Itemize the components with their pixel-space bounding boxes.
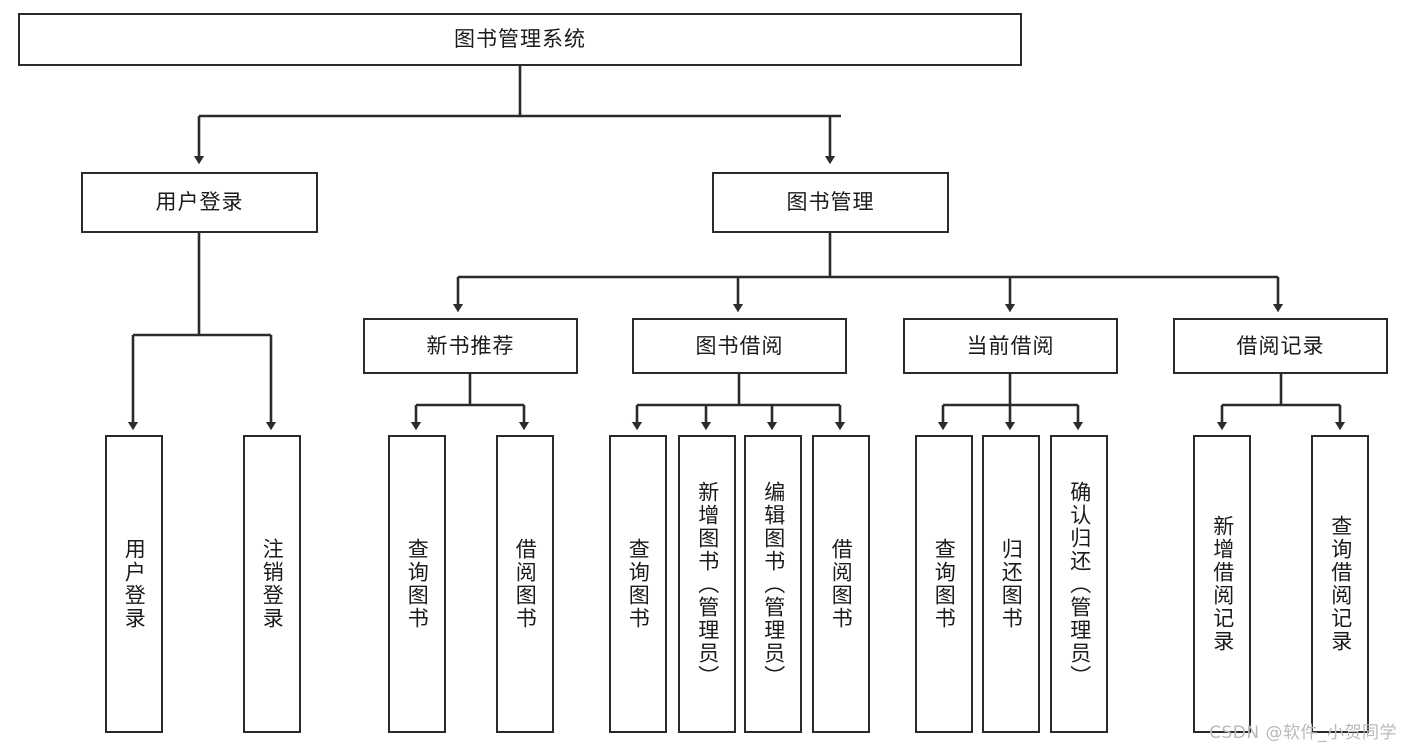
node-label: 用户登录 xyxy=(122,538,147,630)
node-leaf-logout-login[interactable]: 注销登录 xyxy=(243,435,301,733)
node-label: 查询借阅记录 xyxy=(1328,515,1353,653)
node-label: 图书借阅 xyxy=(695,333,784,358)
node-label: 归还图书 xyxy=(999,538,1024,630)
node-label: 确认归还（管理员） xyxy=(1067,480,1092,688)
csdn-watermark: CSDN @软件_小贺同学 xyxy=(1209,723,1397,743)
node-label: 用户登录 xyxy=(155,190,244,215)
node-leaf-query-book-3[interactable]: 查询图书 xyxy=(915,435,973,733)
node-leaf-user-login[interactable]: 用户登录 xyxy=(105,435,163,733)
node-borrow-record[interactable]: 借阅记录 xyxy=(1173,318,1388,374)
node-label: 借阅记录 xyxy=(1236,333,1325,358)
node-label: 注销登录 xyxy=(260,538,285,630)
node-leaf-query-record[interactable]: 查询借阅记录 xyxy=(1311,435,1369,733)
node-leaf-add-record[interactable]: 新增借阅记录 xyxy=(1193,435,1251,733)
node-leaf-query-book-1[interactable]: 查询图书 xyxy=(388,435,446,733)
node-label: 新增图书（管理员） xyxy=(695,480,720,688)
node-leaf-query-book-2[interactable]: 查询图书 xyxy=(609,435,667,733)
node-leaf-add-book[interactable]: 新增图书（管理员） xyxy=(678,435,736,733)
node-root-system[interactable]: 图书管理系统 xyxy=(18,13,1022,66)
node-label: 编辑图书（管理员） xyxy=(761,480,786,688)
node-leaf-borrow-book-1[interactable]: 借阅图书 xyxy=(496,435,554,733)
node-label: 新书推荐 xyxy=(426,333,515,358)
node-leaf-edit-book[interactable]: 编辑图书（管理员） xyxy=(744,435,802,733)
node-label: 图书管理 xyxy=(786,190,875,215)
node-label: 借阅图书 xyxy=(513,538,538,630)
node-label: 借阅图书 xyxy=(829,538,854,630)
node-label: 查询图书 xyxy=(932,538,957,630)
node-leaf-return-book[interactable]: 归还图书 xyxy=(982,435,1040,733)
node-label: 当前借阅 xyxy=(966,333,1055,358)
node-leaf-borrow-book-2[interactable]: 借阅图书 xyxy=(812,435,870,733)
node-user-login[interactable]: 用户登录 xyxy=(81,172,318,233)
node-current-borrow[interactable]: 当前借阅 xyxy=(903,318,1118,374)
node-label: 图书管理系统 xyxy=(454,27,586,52)
node-label: 查询图书 xyxy=(405,538,430,630)
node-new-book-recommend[interactable]: 新书推荐 xyxy=(363,318,578,374)
node-book-borrow[interactable]: 图书借阅 xyxy=(632,318,847,374)
node-label: 查询图书 xyxy=(626,538,651,630)
node-book-manage[interactable]: 图书管理 xyxy=(712,172,949,233)
node-label: 新增借阅记录 xyxy=(1210,515,1235,653)
node-leaf-confirm-return[interactable]: 确认归还（管理员） xyxy=(1050,435,1108,733)
